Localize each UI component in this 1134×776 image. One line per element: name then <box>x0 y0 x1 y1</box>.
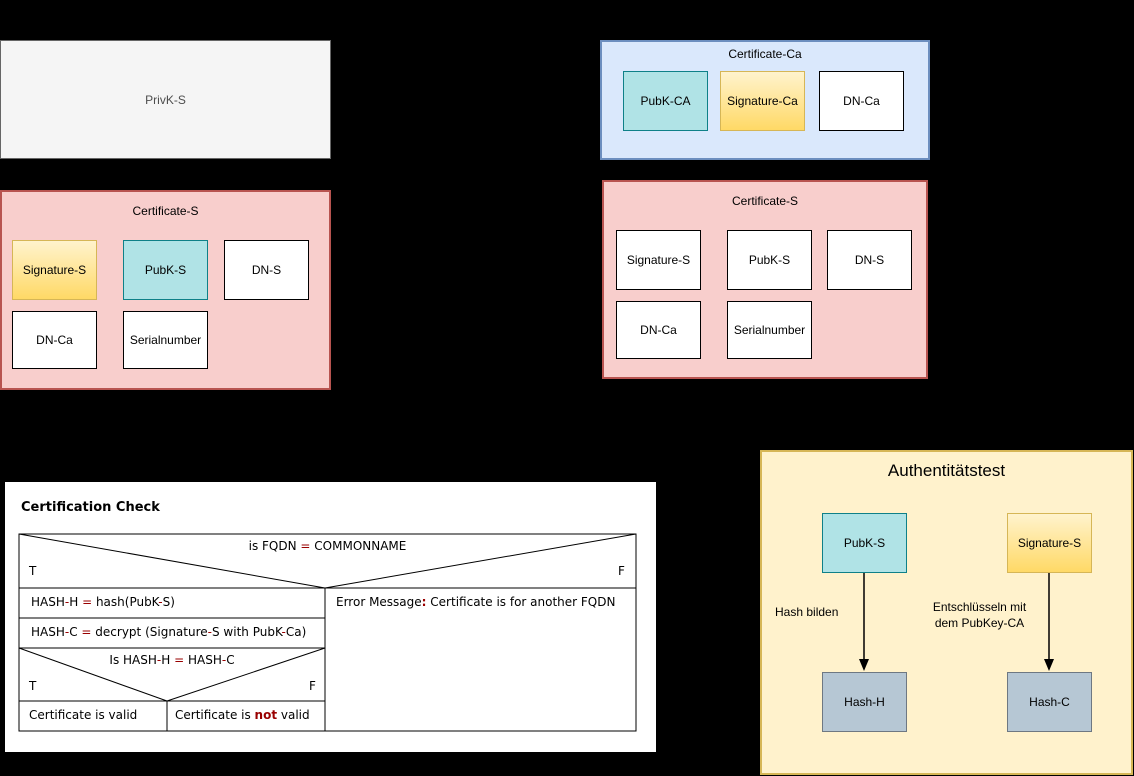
entschluesseln-label-line1: Entschlüsseln mit <box>932 600 1027 614</box>
signature-s-label: Signature-S <box>626 253 691 267</box>
serialnumber-label: Serialnumber <box>733 323 806 337</box>
serialnumber-box: Serialnumber <box>123 311 208 369</box>
dn-ca-box: DN-Ca <box>819 71 904 131</box>
hash-c-statement: HASH-C = decrypt (Signature-S with PubK-… <box>31 625 307 639</box>
pubk-s-box: PubK-S <box>727 230 812 290</box>
certificate-ca-box: Certificate-Ca PubK-CA Signature-Ca DN-C… <box>600 40 930 160</box>
priv-key-label: PrivK-S <box>145 92 186 107</box>
signature-s-box: Signature-S <box>616 230 701 290</box>
condition-hash-text: Is HASH-H = HASH-C <box>109 653 235 667</box>
dn-s-box: DN-S <box>224 240 309 300</box>
dn-s-label: DN-S <box>854 253 885 267</box>
signature-ca-label: Signature-Ca <box>727 94 798 108</box>
authenticity-test-panel: Authentitätstest PubK-S Signature-S Hash… <box>760 450 1133 775</box>
priv-key-box: PrivK-S <box>0 40 331 159</box>
pubk-s-box: PubK-S <box>822 513 907 573</box>
hash-h-statement: HASH-H = hash(PubK-S) <box>31 595 175 609</box>
pubk-s-label: PubK-S <box>144 263 187 277</box>
dn-ca-label: DN-Ca <box>843 94 880 108</box>
signature-s-box: Signature-S <box>1007 513 1092 573</box>
hash-h-label: Hash-H <box>844 695 885 709</box>
condition-fqdn-true-label: T <box>29 564 37 578</box>
error-message-text: Error Message: Certificate is for anothe… <box>336 595 616 609</box>
hash-h-box: Hash-H <box>822 672 907 732</box>
certificate-s-right-title: Certificate-S <box>731 194 799 208</box>
serialnumber-box: Serialnumber <box>727 301 812 359</box>
condition-hash-false-label: F <box>309 679 316 693</box>
dn-ca-box: DN-Ca <box>616 301 701 359</box>
dn-ca-label: DN-Ca <box>36 333 73 347</box>
entschluesseln-label: Entschlüsseln mit dem PubKey-CA <box>902 599 1057 631</box>
certificate-valid-text: Certificate is valid <box>29 708 138 722</box>
arrow-head-right <box>1044 659 1054 671</box>
pubk-ca-box: PubK-CA <box>623 71 708 131</box>
certificate-s-left-title: Certificate-S <box>132 204 199 218</box>
dn-ca-box: DN-Ca <box>12 311 97 369</box>
signature-s-box: Signature-S <box>12 240 97 300</box>
pubk-s-box: PubK-S <box>123 240 208 300</box>
condition-fqdn-text: is FQDN = COMMONNAME <box>248 539 407 553</box>
arrow-connectors <box>859 573 1054 671</box>
signature-s-label: Signature-S <box>22 263 87 277</box>
hash-c-box: Hash-C <box>1007 672 1092 732</box>
dn-ca-label: DN-Ca <box>640 323 677 337</box>
certification-check-panel: Certification Check is FQDN = COMMONNAME… <box>5 482 656 752</box>
pubk-ca-label: PubK-CA <box>640 94 691 108</box>
signature-s-label: Signature-S <box>1017 536 1082 550</box>
pubk-s-label: PubK-S <box>748 253 791 267</box>
certificate-s-right-box: Certificate-S Signature-S PubK-S DN-S DN… <box>602 180 928 379</box>
dn-s-label: DN-S <box>251 263 282 277</box>
hash-bilden-label: Hash bilden <box>775 605 839 619</box>
condition-hash-true-label: T <box>29 679 37 693</box>
arrow-head-left <box>859 659 869 671</box>
flowchart-grid-lines <box>18 533 637 732</box>
dn-s-box: DN-S <box>827 230 912 290</box>
signature-ca-box: Signature-Ca <box>720 71 805 131</box>
certificate-s-left-box: Certificate-S Signature-S PubK-S DN-S DN… <box>0 190 331 390</box>
authenticity-test-title: Authentitätstest <box>887 461 1006 480</box>
certificate-not-valid-text: Certificate is not valid <box>175 708 310 722</box>
serialnumber-label: Serialnumber <box>129 333 202 347</box>
certification-check-title: Certification Check <box>21 500 160 515</box>
entschluesseln-label-line2: dem PubKey-CA <box>934 616 1025 630</box>
pubk-s-label: PubK-S <box>843 536 886 550</box>
certificate-ca-title: Certificate-Ca <box>728 47 802 61</box>
condition-fqdn-false-label: F <box>618 564 625 578</box>
hash-c-label: Hash-C <box>1029 695 1070 709</box>
